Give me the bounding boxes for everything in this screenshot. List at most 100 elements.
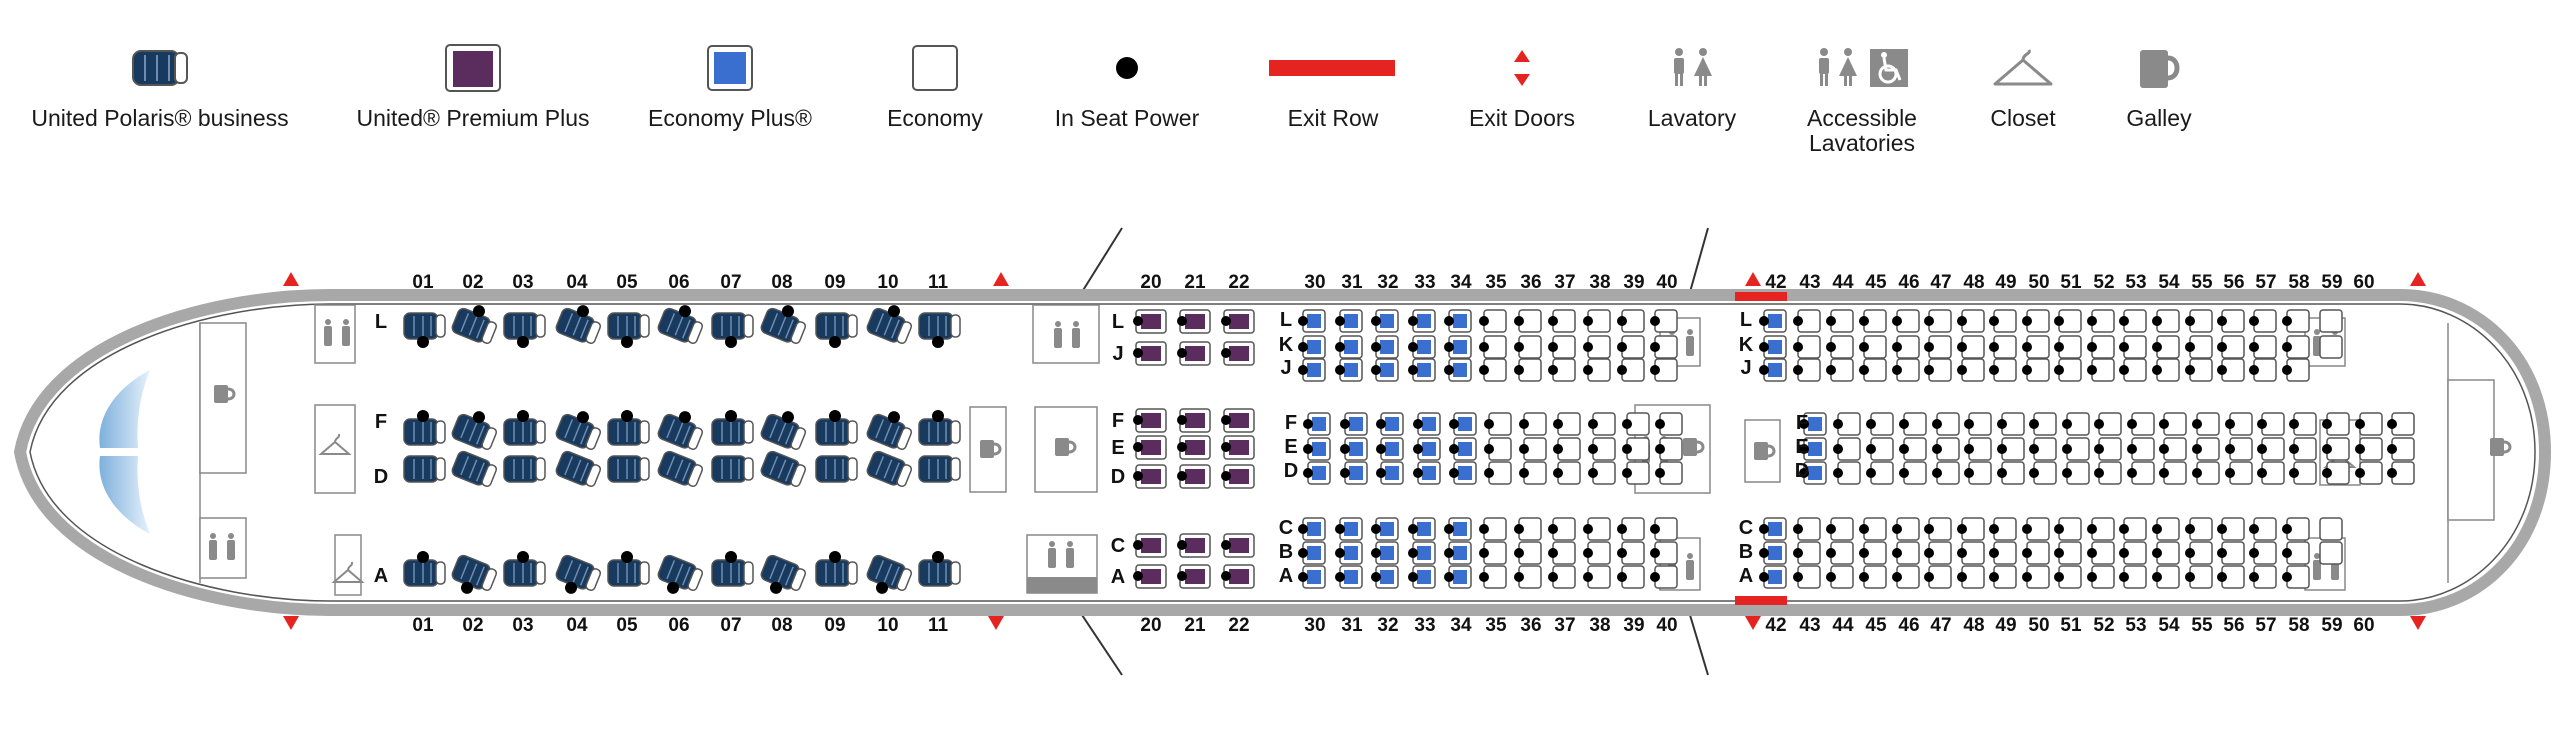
polaris-seat-D10 [866, 450, 913, 487]
economy-seat-A32 [1371, 565, 1399, 589]
premium-plus-seat-E20 [1133, 435, 1167, 460]
power-dot [932, 551, 944, 563]
polaris-seat-leg-rest [790, 321, 807, 344]
power-dot [1221, 316, 1231, 326]
legend-power: In Seat Power [977, 40, 1277, 131]
power-dot [2249, 316, 2259, 326]
polaris-seat-F02 [451, 411, 498, 450]
galley-cup-handle [2503, 440, 2512, 454]
economy-seat-K35 [1479, 335, 1507, 359]
premium-plus-seat-D22 [1221, 464, 1255, 489]
power-dot [2217, 342, 2227, 352]
power-dot [2022, 342, 2032, 352]
premium-lavatory-icon [1054, 321, 1080, 348]
economy-plus-seat-fill [1417, 522, 1431, 536]
power-dot [1221, 571, 1231, 581]
exit-door-arrows [283, 272, 2426, 630]
economy-plus-seat-fill [1417, 314, 1431, 328]
power-dot [1833, 468, 1843, 478]
premium-plus-seat-fill [1185, 413, 1205, 428]
economy-seat-L39 [1617, 309, 1645, 333]
power-dot [1859, 524, 1869, 534]
economy-seat-C43 [1793, 517, 1821, 541]
polaris-seat-leg-rest [535, 314, 546, 338]
polaris-seat-leg-rest [687, 321, 704, 344]
economy-plus-seat-fill [1344, 522, 1358, 536]
polaris-seat-D03 [503, 455, 546, 483]
economy-seat-C57 [2249, 517, 2277, 541]
power-dot [932, 336, 944, 348]
power-dot [2062, 468, 2072, 478]
economy-seat-J40 [1650, 358, 1678, 382]
economy-seat-B46 [1892, 541, 1920, 565]
power-dot [829, 410, 841, 422]
power-dot [1449, 468, 1459, 478]
power-dot [1899, 468, 1909, 478]
fuselage-inner-line [29, 303, 2536, 602]
economy-seat-J39 [1617, 358, 1645, 382]
business-row-label-bottom: 11 [928, 615, 949, 636]
power-dot [1298, 524, 1308, 534]
economy-seat-K57 [2249, 335, 2277, 359]
mid-galley-icon-1 [980, 440, 1002, 458]
closet-hanger [331, 561, 365, 583]
exit-row-bar-icon [1269, 60, 1395, 76]
power-dot [2054, 342, 2064, 352]
premium-row-label-bottom: 22 [1228, 615, 1249, 636]
power-dot [2054, 365, 2064, 375]
power-dot [565, 581, 578, 594]
economy-seat-L47 [1924, 309, 1952, 333]
power-dot [1583, 572, 1593, 582]
economy-seat-J33 [1408, 358, 1436, 382]
economy-seat-K40 [1650, 335, 1678, 359]
power-dot [2094, 419, 2104, 429]
legend-galley-label: Galley [2126, 105, 2192, 131]
business-closet-small-icon [331, 561, 365, 583]
premium-plus-seat-fill [1141, 440, 1161, 455]
economy-seat-J54 [2152, 358, 2180, 382]
business-row-label-bottom: 03 [512, 615, 533, 636]
business-row-label-top: 02 [462, 272, 483, 293]
economy-seat-L49 [1989, 309, 2017, 333]
premium-lavatory-box [1032, 304, 1100, 364]
power-dot [1583, 342, 1593, 352]
polaris-seat-D09 [815, 455, 858, 483]
power-dot [1303, 468, 1313, 478]
power-dot [1957, 342, 1967, 352]
lavatory-person-body [1686, 336, 1694, 356]
polaris-seat-L01 [403, 312, 446, 348]
economy-seat-K52 [2087, 335, 2115, 359]
power-dot [2192, 468, 2202, 478]
lavatory-person-body [209, 540, 217, 560]
polaris-seat-shell [403, 455, 439, 483]
economy-plus-seat-fill [1768, 363, 1782, 377]
economy-seat-L53 [2119, 309, 2147, 333]
power-dot [2119, 342, 2129, 352]
polaris-seat-line [460, 456, 470, 476]
exit-doors-arrows-icon [1514, 50, 1530, 86]
polaris-seat-leg-rest [435, 314, 446, 338]
economy-seat-L33 [1408, 309, 1436, 333]
polaris-seat-line [475, 566, 485, 586]
power-dot [1514, 342, 1524, 352]
economy-front-seat-letter-J: J [1280, 357, 1291, 379]
power-dot [2094, 444, 2104, 454]
power-dot [1376, 468, 1386, 478]
power-dot [2282, 572, 2292, 582]
legend-closet-label: Closet [1990, 105, 2056, 131]
polaris-seat-line [883, 459, 893, 479]
premium-plus-seat-J20 [1133, 341, 1167, 366]
economy-seat-K31 [1335, 335, 1363, 359]
power-dot [2355, 444, 2365, 454]
polaris-seat-line [572, 316, 582, 336]
premium-plus-seat-L21 [1177, 309, 1211, 334]
power-dot [1371, 548, 1381, 558]
premium-plus-seat-fill [1185, 314, 1205, 329]
economy-seat-B34 [1444, 541, 1472, 565]
economy-seat-D35 [1484, 461, 1512, 485]
economy-seat-E55 [2225, 437, 2253, 461]
premium-seat-letter-J: J [1112, 343, 1123, 365]
power-dot [1484, 444, 1494, 454]
polaris-seat-leg-rest [535, 561, 546, 585]
power-dot [1371, 524, 1381, 534]
